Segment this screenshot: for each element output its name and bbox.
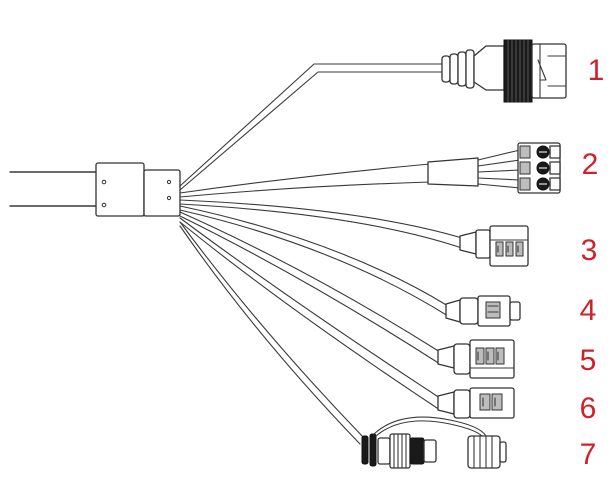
callout-label-1: 1 bbox=[588, 54, 605, 87]
dc-power-connector-4 bbox=[445, 295, 521, 327]
bnc-video-connector-7 bbox=[361, 416, 507, 469]
audio-alarm-connector-3 bbox=[459, 225, 529, 267]
wire-connector-3 bbox=[179, 199, 463, 249]
callout-labels: 1 2 3 4 5 6 7 bbox=[580, 54, 605, 471]
callout-label-6: 6 bbox=[580, 392, 597, 425]
wire-connector-4 bbox=[179, 205, 449, 317]
terminal-connector-6 bbox=[437, 387, 515, 419]
wire-connector-7 bbox=[179, 221, 365, 445]
wire-terminal-block bbox=[179, 149, 521, 198]
callout-label-2: 2 bbox=[582, 148, 599, 181]
callout-label-3: 3 bbox=[581, 234, 598, 267]
main-cable bbox=[9, 171, 99, 207]
wire-connector-5 bbox=[179, 211, 441, 365]
wire-network bbox=[179, 63, 447, 191]
cable-hub bbox=[95, 162, 181, 217]
callout-label-7: 7 bbox=[580, 438, 597, 471]
audio-alarm-connector-5 bbox=[437, 339, 515, 379]
callout-label-4: 4 bbox=[580, 294, 597, 327]
callout-label-5: 5 bbox=[580, 344, 597, 377]
terminal-block-connector bbox=[517, 142, 561, 194]
wire-connector-6 bbox=[179, 217, 441, 411]
rj45-network-connector bbox=[441, 39, 567, 103]
